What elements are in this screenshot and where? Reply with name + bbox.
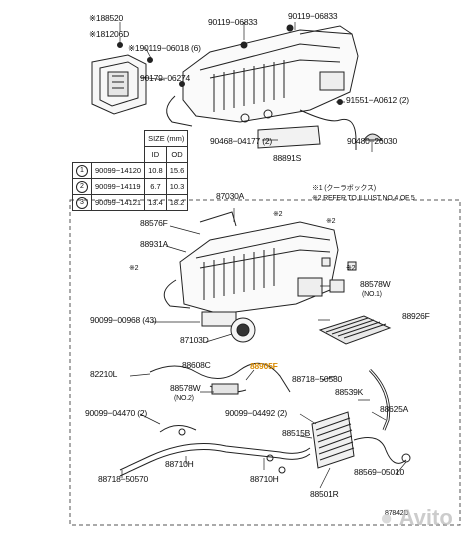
part-code: 90099−14119: [90, 178, 146, 195]
callout-90179-06274: 90179−06274: [140, 73, 191, 83]
callout-90099-04492: 90099−04492 (2): [225, 408, 287, 418]
part-code: 90099−14120: [90, 162, 146, 179]
table-row: 1 90099−14120 10.8 15.6: [72, 162, 189, 179]
cooler-box-bracket: [91, 54, 147, 115]
size-od: 15.6: [165, 162, 189, 179]
size-id: 13.4: [144, 194, 167, 211]
mark-2d: ※2: [346, 265, 356, 272]
row-mark: 3: [76, 196, 88, 209]
hose-size-table: SIZE (mm) ID OD 1 90099−14120 10.8 15.6 …: [72, 130, 189, 211]
callout-88515b: 88515B: [282, 428, 311, 438]
mark-2c: ※2: [129, 265, 139, 272]
table-row: 2 90099−14119 6.7 10.3: [72, 178, 189, 195]
row-mark: 1: [76, 164, 88, 177]
part-code: 90099−14121: [90, 194, 146, 211]
note-2: ※2 REFER TO ILLUST NO.4 OF 5: [312, 195, 415, 202]
size-id: 6.7: [144, 178, 167, 195]
col-id: ID: [144, 146, 167, 163]
size-od: 18.2: [165, 194, 189, 211]
hose-88625a: [368, 368, 391, 431]
callout-90119-06833-a: 90119−06833: [208, 17, 258, 27]
callout-88718-50570: 88718−50570: [98, 474, 149, 484]
callout-88569-05010: 88569−05010: [354, 467, 405, 477]
pipe-88710h: [119, 425, 311, 477]
size-table-subheader: ID OD: [73, 146, 189, 163]
callout-90119-06018: ※190119−06018 (6): [128, 43, 201, 53]
duct-88891s: [257, 125, 321, 149]
heater-core-88501r: [311, 411, 411, 469]
cooler-unit-lower: [163, 211, 339, 327]
figure-number: 87842D: [385, 510, 409, 517]
callout-88578w-no1: 88578W: [360, 279, 391, 289]
callout-81206d: ※181206D: [89, 29, 130, 39]
label-no2: (NO.2): [174, 395, 194, 402]
callout-87103d: 87103D: [180, 335, 209, 345]
callout-88625a: 88625A: [380, 404, 409, 414]
cooler-unit-upper: [166, 25, 359, 150]
callout-88718-50580: 88718−50580: [292, 374, 343, 384]
callout-88520: ※188520: [89, 13, 124, 23]
callout-88931a: 88931A: [140, 239, 169, 249]
size-od: 10.3: [165, 178, 189, 195]
callout-90468: 90468−04177 (2): [210, 136, 272, 146]
filter-88926f: [318, 315, 392, 345]
grommet-90480: [363, 133, 384, 141]
col-od: OD: [165, 146, 189, 163]
callout-88710h-a: 88710H: [165, 459, 194, 469]
callout-87030a: 87030A: [216, 191, 245, 201]
callout-82210l: 82210L: [90, 369, 118, 379]
callout-90480: 90480−26030: [347, 136, 398, 146]
row-mark: 2: [76, 180, 88, 193]
callout-88926f: 88926F: [402, 311, 430, 321]
callout-88905f: 88905F: [250, 361, 278, 371]
callout-91551: 91551−A0612 (2): [346, 95, 409, 105]
callout-88501r: 88501R: [310, 489, 339, 499]
callout-88578w-no2: 88578W: [170, 383, 201, 393]
avito-watermark: ● Avito: [380, 505, 453, 530]
mark-2b: ※2: [326, 218, 336, 225]
mark-2a: ※2: [273, 211, 283, 218]
callout-88576f: 88576F: [140, 218, 168, 228]
label-no1: (NO.1): [362, 291, 382, 298]
callout-88539k: 88539K: [335, 387, 364, 397]
note-1: ※1 (クーラボックス): [312, 185, 376, 192]
callout-90099-04470: 90099−04470 (2): [85, 408, 147, 418]
callout-90119-06833-b: 90119−06833: [288, 11, 338, 21]
callout-88891s: 88891S: [273, 153, 302, 163]
size-header: SIZE (mm): [144, 130, 189, 147]
relay-88578w-no1: [329, 279, 345, 293]
blower-motor-87103d: [230, 317, 256, 343]
table-row: 3 90099−14121 13.4 18.2: [72, 194, 189, 211]
size-table-header: SIZE (mm): [73, 130, 189, 147]
callout-88608c: 88608C: [182, 360, 211, 370]
callout-90099-00968: 90099−00968 (43): [90, 315, 157, 325]
wire-harness-88905f: [149, 362, 291, 395]
size-id: 10.8: [144, 162, 167, 179]
callout-88710h-b: 88710H: [250, 474, 279, 484]
